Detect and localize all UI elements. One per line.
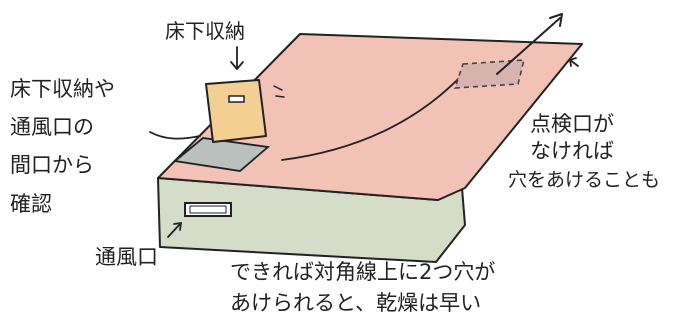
label-confirm: 確認	[10, 192, 52, 216]
arrow-to-storage-label	[230, 46, 244, 71]
lid-motion-marks	[273, 85, 285, 98]
storage-hatch-lid	[205, 79, 267, 143]
arrow-to-storage-opening	[149, 131, 201, 140]
label-bottom-line-2: あけられると、乾燥は早い	[230, 291, 481, 315]
dashed-drill-hole	[453, 59, 526, 89]
label-check-gap: 間口から	[10, 153, 94, 177]
label-inspection-hatch: 点検口が	[530, 112, 614, 136]
label-bottom-line-1: できれば対角線上に2つ穴が	[230, 260, 495, 284]
storage-opening-hole	[172, 137, 271, 172]
storage-hatch-handle	[228, 95, 245, 103]
arrow-to-vent	[167, 221, 183, 238]
label-drill-holes: 穴をあけることも	[508, 169, 660, 191]
airflow-arrow	[496, 13, 563, 75]
label-vent-opening: 通風口の	[10, 115, 94, 139]
label-underfloor-storage-top: 床下収納	[165, 19, 245, 43]
label-vent: 通風口	[95, 245, 158, 269]
label-if-not-present: なければ	[530, 139, 614, 163]
arrow-to-inspection-area	[569, 57, 579, 67]
floor-crease-line	[281, 71, 466, 161]
label-storage-and-vent: 床下収納や	[10, 77, 115, 101]
side-vent-inner	[189, 205, 227, 214]
